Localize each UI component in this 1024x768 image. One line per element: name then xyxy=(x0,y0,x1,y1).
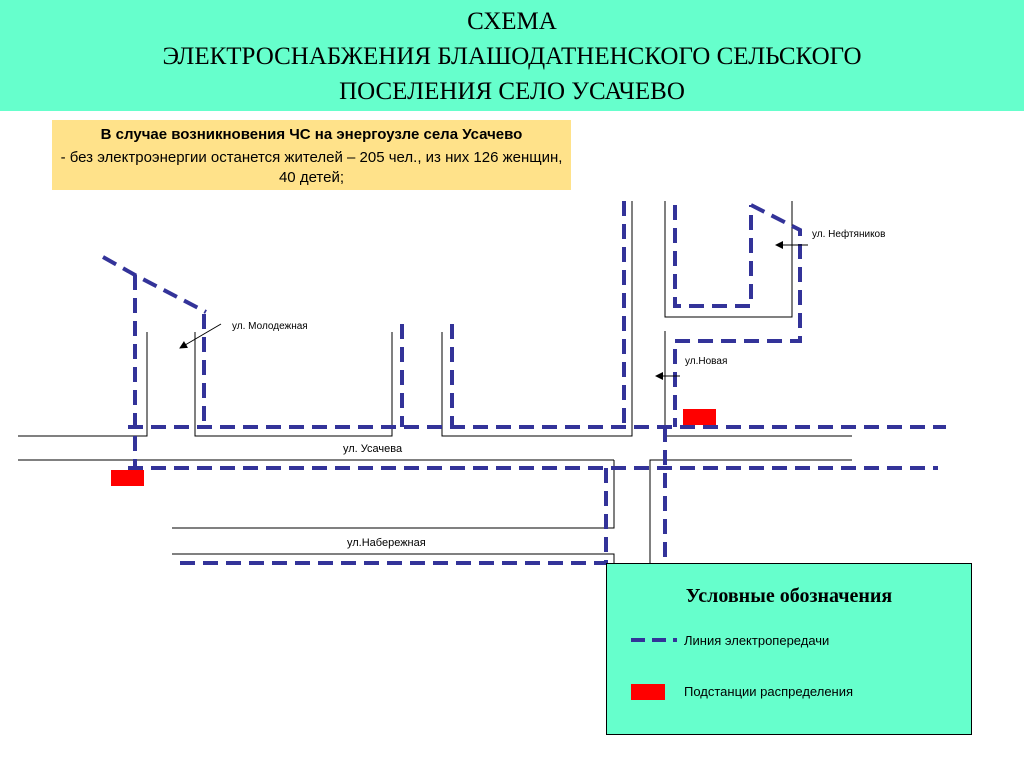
street-edge-block-center xyxy=(441,201,633,437)
street-edge-naberezhnaya-top xyxy=(172,460,615,529)
label-arrows xyxy=(179,241,808,380)
street-label-molodezhnaya: ул. Молодежная xyxy=(232,321,308,332)
power-line-neftyanikov-east xyxy=(673,203,802,427)
street-edge-neftyanikov-inner xyxy=(664,201,793,318)
street-label-neftyanikov: ул. Нефтяников xyxy=(812,229,886,240)
street-outlines xyxy=(18,201,852,570)
street-edge-usacheva-west-top xyxy=(18,332,148,437)
title-line-2: ЭЛЕКТРОСНАБЖЕНИЯ БЛАШОДАТНЕНСКОГО СЕЛЬСК… xyxy=(162,43,862,70)
street-edge-molodezhnaya-block xyxy=(194,332,393,437)
legend-substation-swatch xyxy=(631,684,665,700)
legend-title: Условные обозначения xyxy=(685,585,893,607)
power-lines xyxy=(102,201,946,565)
arrow-molodezhnaya xyxy=(179,323,222,349)
street-label-naberezhnaya: ул.Набережная xyxy=(347,537,426,549)
emergency-info-title: В случае возникновения ЧС на энергоузле … xyxy=(100,126,523,143)
legend-power-line-label: Линия электропередачи xyxy=(684,633,830,648)
emergency-info-box: В случае возникновения ЧС на энергоузле … xyxy=(52,120,571,190)
title-banner: СХЕМА ЭЛЕКТРОСНАБЖЕНИЯ БЛАШОДАТНЕНСКОГО … xyxy=(0,0,1024,111)
title-line-1: СХЕМА xyxy=(467,8,557,35)
power-line-diagonal-west xyxy=(102,255,207,314)
substation-west xyxy=(111,470,144,486)
emergency-info-text: - без электроэнергии останется жителей –… xyxy=(60,149,563,186)
legend-substation-label: Подстанции распределения xyxy=(684,684,854,699)
street-edge-usacheva-east-bottom xyxy=(649,459,852,570)
legend-power-line-swatch xyxy=(631,638,677,642)
power-line-neftyanikov-loop xyxy=(673,205,753,308)
substation-east xyxy=(683,409,716,425)
title-line-3: ПОСЕЛЕНИЯ СЕЛО УСАЧЕВО xyxy=(339,78,685,105)
legend-box: Условные обозначения Линия электропереда… xyxy=(606,563,972,735)
street-label-novaya: ул.Новая xyxy=(685,356,728,367)
street-label-usacheva: ул. Усачева xyxy=(343,443,403,455)
